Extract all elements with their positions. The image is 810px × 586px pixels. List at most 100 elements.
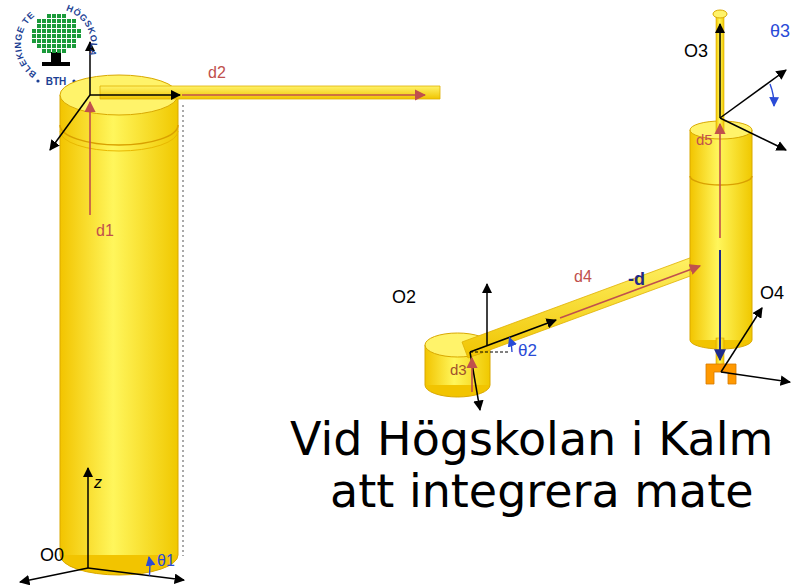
frame-label: O3: [684, 42, 708, 62]
base-cylinder: [60, 125, 178, 145]
reference-line: [183, 105, 184, 556]
joint-cylinder: [690, 130, 691, 340]
logo-tree: [62, 29, 66, 33]
slide-text: Vid Högskolan i Kalm: [290, 414, 773, 465]
logo-tree: [77, 29, 81, 33]
angle-label: θ1: [157, 552, 175, 570]
angle-label: θ3: [770, 22, 790, 42]
rotation-arrow: [510, 338, 513, 352]
logo-text: HÖGSKOLA: [65, 3, 99, 58]
logo-tree: [52, 29, 56, 33]
logo-tree: [67, 44, 71, 48]
link-bar: [100, 86, 440, 99]
coordinate-frame: [470, 352, 510, 353]
dimension-label: d2: [208, 64, 226, 82]
dimension-arrow: [719, 124, 721, 238]
dimension-label: d4: [574, 268, 592, 286]
base-cylinder: [178, 95, 179, 555]
logo-tree: [52, 44, 56, 48]
logo-text: BTH: [46, 76, 67, 87]
logo-tree: [67, 34, 71, 38]
logo-tree: [62, 19, 66, 23]
logo-tree: [10, 0, 102, 90]
dimension-arrow: [89, 102, 91, 215]
logo-tree: [57, 34, 61, 38]
coordinate-frame: [87, 468, 89, 568]
logo-tree: [72, 44, 76, 48]
coordinate-frame: [721, 308, 762, 372]
coordinate-frame: [88, 568, 184, 580]
dimension-label: d5: [696, 132, 713, 149]
link-bar: [462, 252, 712, 358]
coordinate-frame: [470, 352, 480, 410]
dimension-arrow: [182, 94, 425, 96]
logo-tree: [52, 39, 56, 43]
logo-tree: [62, 39, 66, 43]
logo-tree: [72, 39, 76, 43]
logo-tree: [62, 34, 66, 38]
joint-cylinder: [690, 176, 752, 185]
logo-tree: [47, 14, 51, 18]
logo-tree: [67, 19, 71, 23]
logo-tree: [52, 19, 56, 23]
logo-tree: [72, 19, 76, 23]
rod: [716, 14, 724, 132]
logo-tree: [47, 44, 51, 48]
dimension-label: d3: [450, 362, 467, 379]
logo-tree: [57, 49, 61, 53]
dimension-label: d1: [96, 222, 114, 240]
angle-label: θ2: [518, 342, 537, 361]
logo-tree: [37, 29, 41, 33]
logo-tree: [47, 39, 51, 43]
logo-tree: [67, 39, 71, 43]
logo-ring: BLEKINGE TE HÖGSKOLA BTH: [0, 0, 120, 100]
rod: [713, 10, 727, 18]
coordinate-frame: [470, 320, 556, 352]
link-bar: [100, 86, 440, 99]
base-cylinder: [60, 95, 178, 555]
logo-tree: [57, 14, 61, 18]
stroke-arrow: [719, 250, 721, 360]
logo-tree: [52, 34, 56, 38]
logo-tree: [62, 24, 66, 28]
logo-tree: [57, 19, 61, 23]
logo-tree: [36, 79, 39, 82]
logo-tree: [52, 49, 56, 53]
logo-text: BLEKINGE TE: [13, 10, 38, 80]
rod: [713, 10, 727, 366]
logo-tree: [67, 29, 71, 33]
logo-tree: [42, 34, 46, 38]
logo-tree: [57, 24, 61, 28]
frame-label: O4: [760, 284, 784, 304]
stroke-label: -d: [628, 270, 645, 290]
logo-tree: [37, 24, 41, 28]
logo-tree: [47, 19, 51, 23]
coordinate-frame: [20, 568, 88, 582]
frame-label: O0: [40, 546, 64, 566]
logo-tree: [47, 49, 51, 53]
logo-tree: [72, 29, 76, 33]
coordinate-frame: [720, 70, 786, 118]
base-cylinder: [60, 75, 178, 575]
axis-label: z: [94, 474, 102, 492]
logo-tree: [42, 44, 46, 48]
base-cylinder: [60, 95, 61, 555]
joint-cylinder: [752, 130, 753, 340]
coordinate-frame: [90, 94, 180, 96]
logo-tree: [57, 39, 61, 43]
logo-tree: [47, 34, 51, 38]
logo-tree: [52, 24, 56, 28]
logo-tree: [67, 24, 71, 28]
logo-tree: [42, 29, 46, 33]
coordinate-frame: [721, 372, 790, 382]
rotation-arrow: [770, 84, 774, 106]
logo-tree: [37, 19, 41, 23]
logo-tree: [52, 14, 56, 18]
logo-tree: [57, 44, 61, 48]
logo-tree: [37, 39, 41, 43]
link-bar: [462, 252, 712, 358]
coordinate-frame: [20, 24, 790, 582]
coordinate-frame: [719, 24, 721, 118]
logo-tree: [57, 29, 61, 33]
